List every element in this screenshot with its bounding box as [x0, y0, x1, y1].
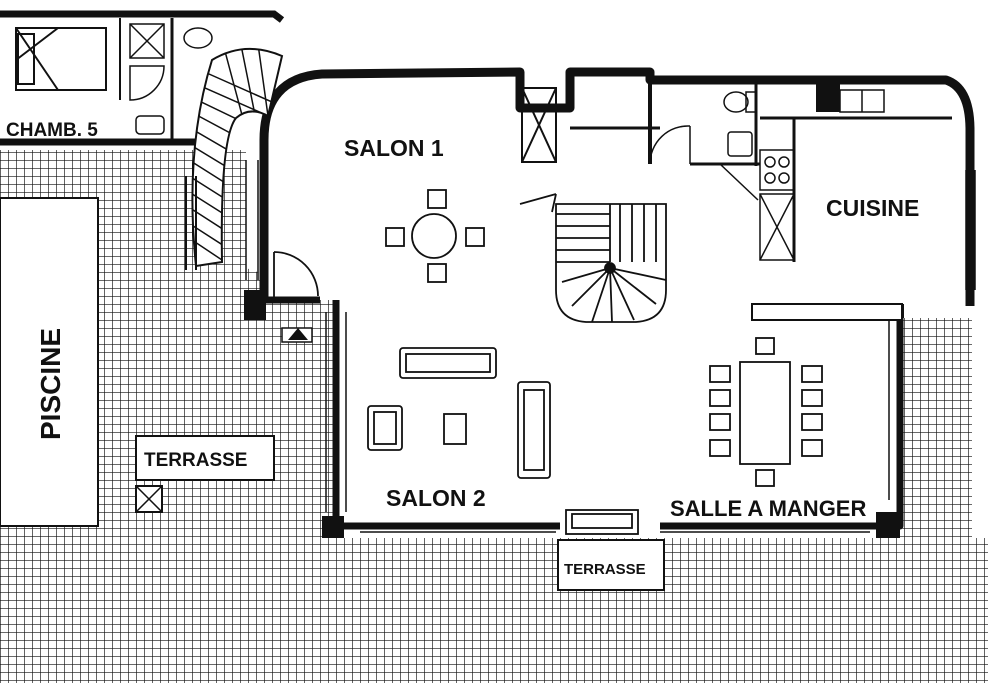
toilet-icon — [183, 27, 213, 49]
windows — [245, 160, 976, 533]
counter — [751, 303, 903, 321]
label-terrasse-bottom: TERRASSE — [564, 561, 646, 578]
pool — [0, 197, 99, 527]
label-terrasse-left: TERRASSE — [144, 450, 247, 471]
dining-table-set — [709, 337, 823, 487]
curved-staircase — [185, 47, 284, 270]
salon2-furniture — [367, 347, 551, 479]
salon1-dining-set — [385, 189, 485, 283]
armchair-icon — [367, 405, 403, 451]
fridge-icon — [759, 193, 795, 261]
label-salle-a-manger: SALLE A MANGER — [670, 496, 866, 521]
toilet-icon-2 — [723, 91, 749, 113]
bed-icon — [15, 27, 107, 91]
stove-icon — [759, 149, 795, 191]
bench-icon — [565, 509, 639, 535]
wc-room — [570, 72, 760, 166]
shower-icon — [129, 23, 165, 59]
terrasse-bottom-box — [557, 539, 665, 591]
sink-icon — [135, 115, 165, 135]
sofa-icon-2 — [517, 381, 551, 479]
terrace-tiles — [0, 150, 988, 683]
label-piscine: PISCINE — [35, 328, 66, 440]
coffee-table-icon — [443, 413, 467, 445]
label-salon2: SALON 2 — [386, 485, 486, 511]
entrance-door — [273, 251, 319, 298]
central-staircase — [519, 193, 667, 323]
drain-icon — [135, 485, 163, 513]
label-cuisine: CUISINE — [826, 195, 919, 221]
duct-icon — [521, 87, 557, 163]
sofa-icon — [399, 347, 497, 379]
terrasse-left-box — [135, 435, 275, 481]
label-chamb5: CHAMB. 5 — [6, 120, 98, 141]
door-arc — [129, 65, 165, 101]
label-salon1: SALON 1 — [344, 135, 444, 161]
kitchen — [719, 84, 952, 304]
sink-icon-2 — [727, 131, 753, 157]
